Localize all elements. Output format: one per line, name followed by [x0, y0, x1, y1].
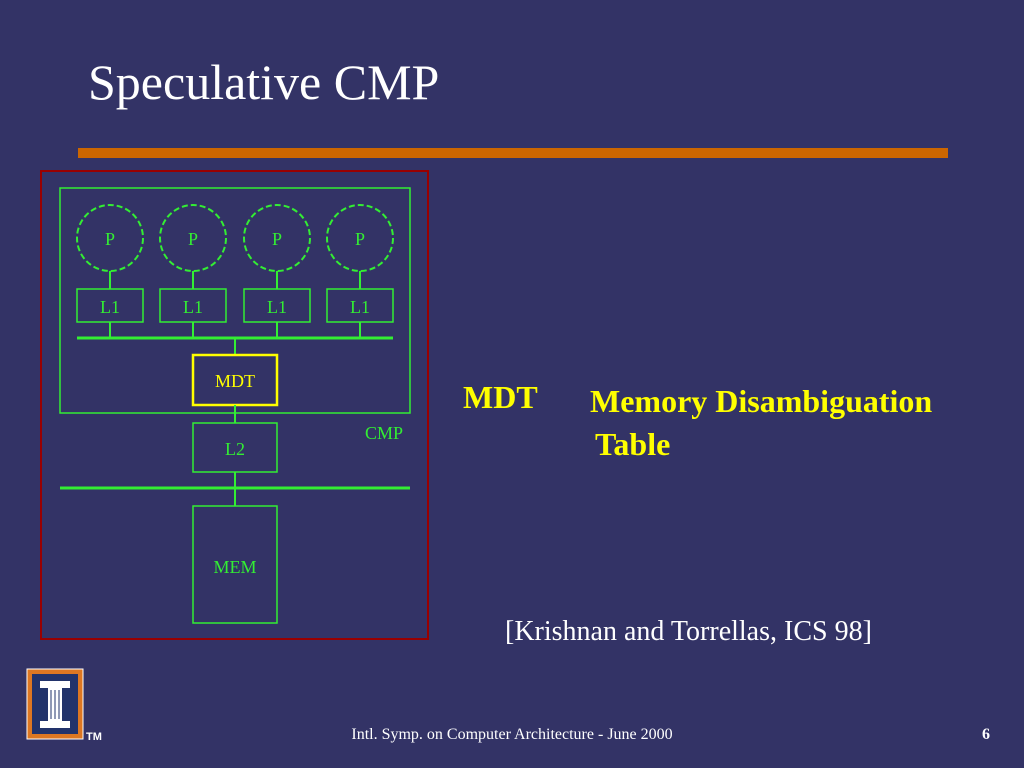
footer-text: Intl. Symp. on Computer Architecture - J… [351, 726, 673, 743]
l1-label: L1 [267, 297, 287, 317]
title-underline [78, 148, 948, 158]
citation: [Krishnan and Torrellas, ICS 98] [505, 616, 872, 647]
mdt-block: MDT [191, 353, 279, 407]
university-logo [26, 668, 84, 740]
memory-block: MEM [192, 505, 278, 624]
processor-label: P [272, 229, 282, 249]
processor-0: P [76, 204, 144, 272]
definition-term: MDT [463, 379, 538, 415]
proc-l1-connectors [109, 271, 361, 289]
slide-number: 6 [982, 726, 990, 743]
l1-cache-0: L1 [76, 288, 144, 323]
definition-meaning-line2: Table [595, 426, 671, 462]
l1-bus-connectors [109, 322, 361, 338]
processor-3: P [326, 204, 394, 272]
l2-label: L2 [225, 439, 245, 459]
processor-1: P [159, 204, 227, 272]
l1-cache-1: L1 [159, 288, 227, 323]
l1-cache-2: L1 [243, 288, 311, 323]
definition-meaning-line1: Memory Disambiguation [590, 383, 933, 419]
l1-cache-3: L1 [326, 288, 394, 323]
slide-title: Speculative CMP [88, 54, 440, 110]
l1-label: L1 [100, 297, 120, 317]
l1-label: L1 [183, 297, 203, 317]
cmp-label: CMP [365, 423, 403, 443]
processor-label: P [105, 229, 115, 249]
l1-label: L1 [350, 297, 370, 317]
processor-2: P [243, 204, 311, 272]
trademark-mark: TM [86, 731, 102, 743]
processor-label: P [188, 229, 198, 249]
diagram-frame [40, 170, 429, 640]
processor-label: P [355, 229, 365, 249]
mdt-box-label: MDT [215, 371, 255, 391]
mem-label: MEM [213, 557, 256, 577]
l2-cache: L2 [192, 422, 278, 473]
